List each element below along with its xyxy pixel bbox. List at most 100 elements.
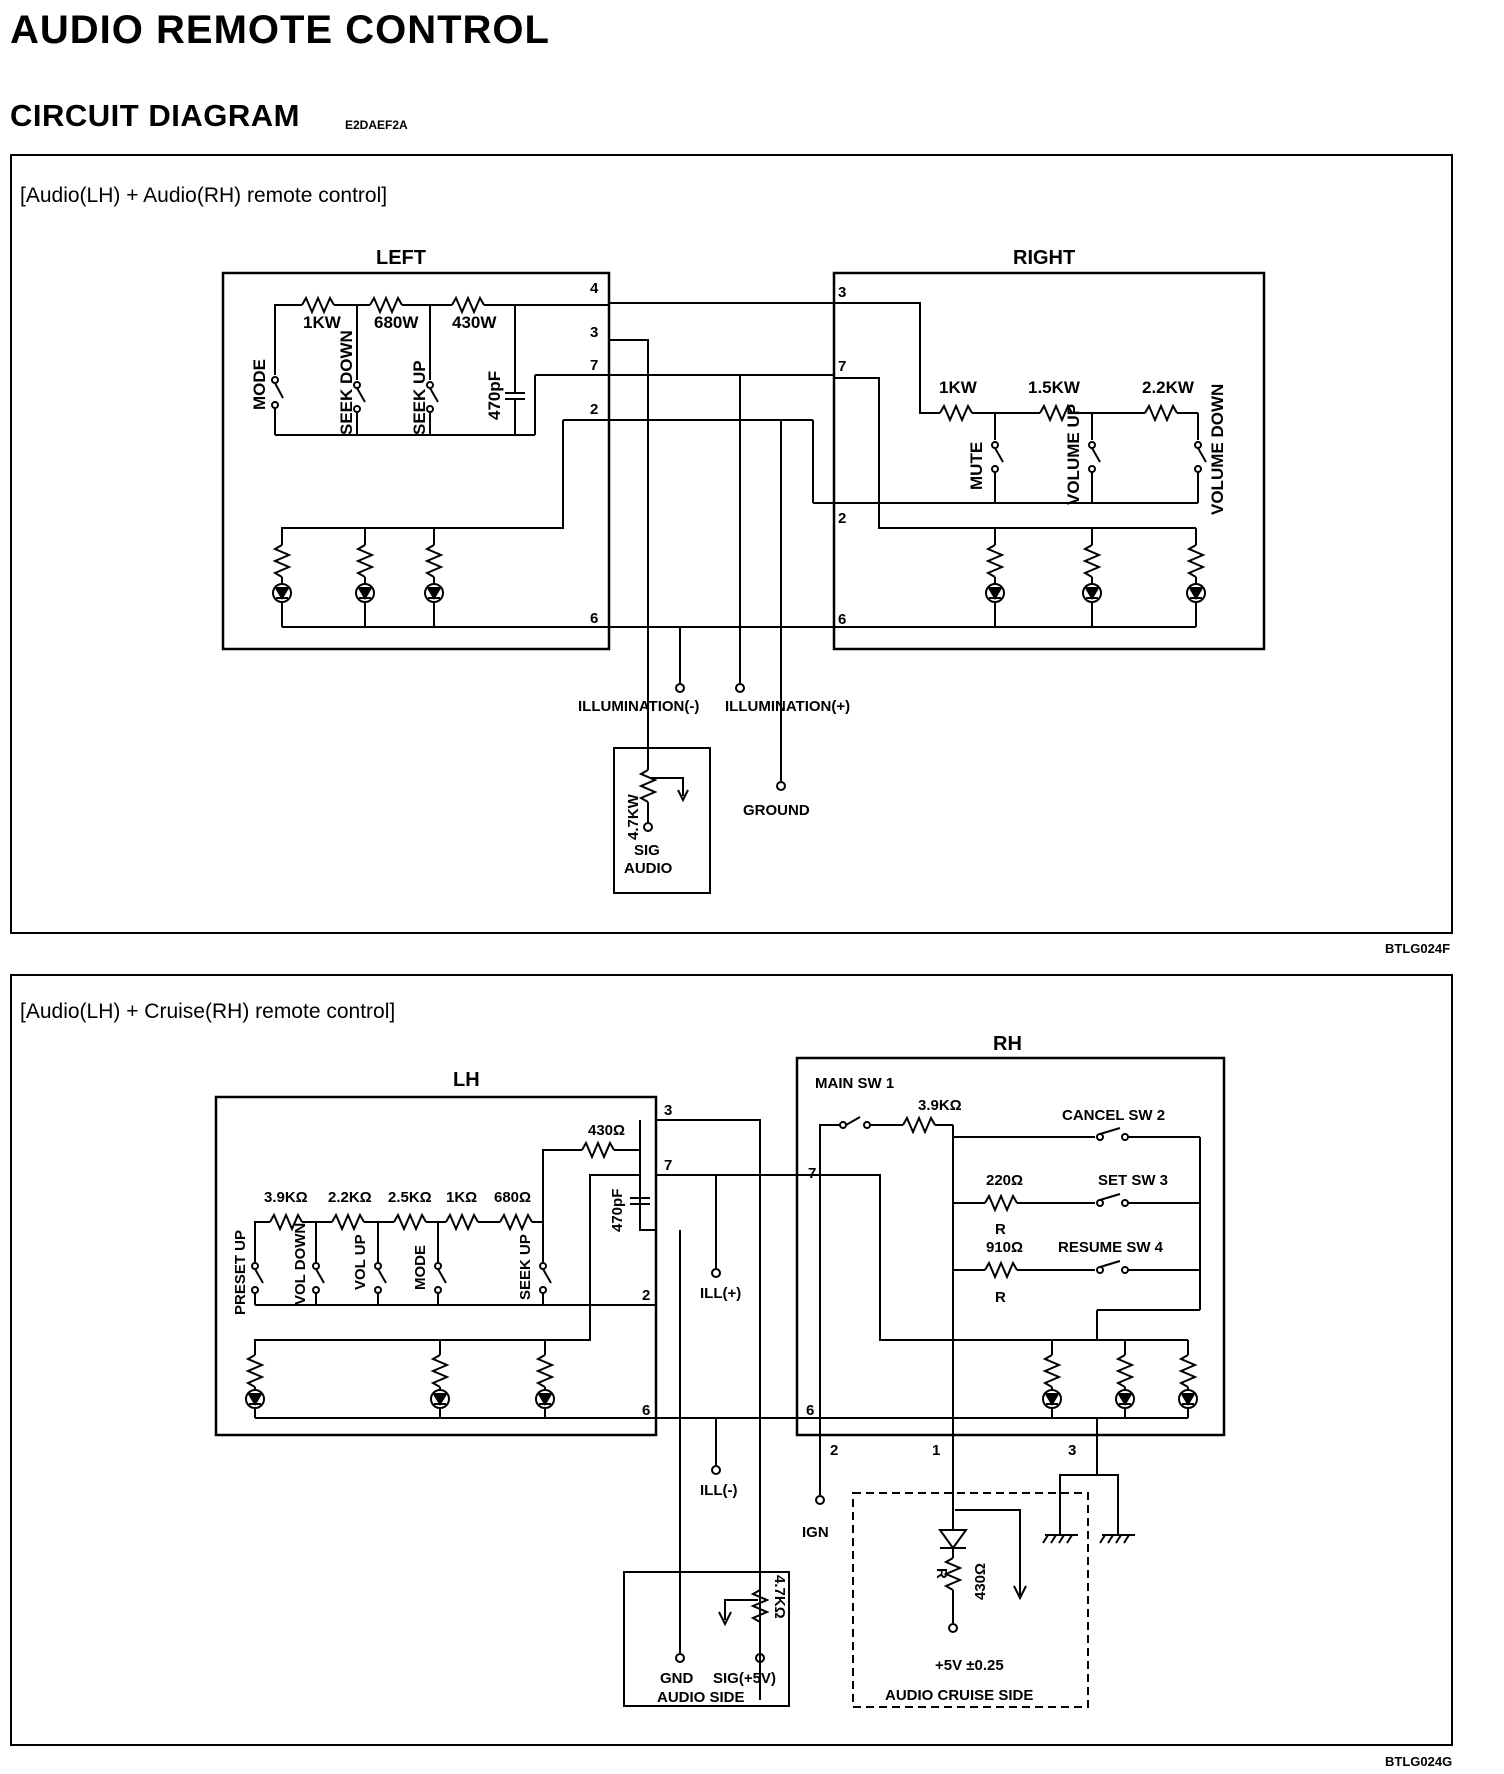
switch-volume-down <box>1194 413 1207 503</box>
wire-sig5v <box>656 1119 761 1700</box>
label-430-cruise: 430Ω <box>972 1563 989 1600</box>
capacitor-470pf <box>505 305 525 435</box>
rh-bottom-pin-1: 1 <box>932 1442 940 1459</box>
right-led-resistor-2 <box>1082 544 1102 578</box>
switch-vol-up <box>374 1222 387 1305</box>
pot-4-7k-cruise <box>750 1589 770 1623</box>
ign-terminal <box>815 1495 825 1505</box>
rh-led-resistor-3 <box>1178 1354 1198 1388</box>
label-ign: IGN <box>802 1524 829 1541</box>
right-led-resistor-1 <box>985 544 1005 578</box>
lh-led-2 <box>430 1389 450 1409</box>
switch-mute <box>991 413 1004 503</box>
switch-volume-up <box>1088 413 1101 503</box>
left-pin-2: 2 <box>590 401 598 418</box>
switch-mode-lh <box>434 1222 447 1305</box>
audio-cruise-side-box <box>852 1492 1089 1708</box>
resistor-1-5kw <box>1039 403 1073 423</box>
label-910: 910Ω <box>986 1239 1023 1256</box>
ground-symbol-2 <box>1099 1534 1135 1544</box>
label-470pf: 470pF <box>485 371 504 420</box>
label-preset-up: PRESET UP <box>232 1230 249 1315</box>
label-audio-side: AUDIO SIDE <box>657 1689 745 1706</box>
label-audio: AUDIO <box>624 860 673 877</box>
left-label: LEFT <box>376 247 426 269</box>
switch-seek-up-lh <box>539 1222 552 1305</box>
resistor-1kw-left <box>301 295 335 315</box>
label-volume-down: VOLUME DOWN <box>1208 384 1227 515</box>
lh-led-resistor-3 <box>535 1354 555 1388</box>
diagram-audio-cruise: [Audio(LH) + Cruise(RH) remote control] … <box>10 974 1453 1746</box>
resistor-910 <box>984 1260 1018 1280</box>
label-430-top: 430Ω <box>588 1122 625 1139</box>
label-1k: 1KΩ <box>446 1189 477 1206</box>
rh-led-resistor-1 <box>1042 1354 1062 1388</box>
right-led-3 <box>1186 583 1206 603</box>
left-pin-6: 6 <box>590 610 598 627</box>
resistor-680 <box>499 1212 533 1232</box>
left-ladder-top <box>274 304 302 347</box>
resistor-680w <box>369 295 403 315</box>
resistor-1k <box>445 1212 479 1232</box>
left-led-2 <box>355 583 375 603</box>
cruise-diode <box>938 1529 968 1550</box>
lh-pin-7: 7 <box>664 1157 672 1174</box>
label-mode-lh: MODE <box>412 1245 429 1290</box>
rh-label: RH <box>993 1033 1022 1055</box>
label-ground: GROUND <box>743 802 810 819</box>
rh-bottom-pin-2: 2 <box>830 1442 838 1459</box>
resistor-cruise-430 <box>943 1557 963 1591</box>
right-pin-6: 6 <box>838 611 846 628</box>
switch-preset-up <box>251 1258 264 1305</box>
right-led-1 <box>985 583 1005 603</box>
label-4-7k-cruise: 4.7KΩ <box>771 1575 788 1619</box>
rh-led-1 <box>1042 1389 1062 1409</box>
right-led-resistor-3 <box>1186 544 1206 578</box>
switch-seek-up <box>426 305 439 435</box>
label-2-2kw: 2.2KW <box>1142 378 1195 397</box>
illumination-minus-terminal <box>675 683 685 693</box>
resistor-1kw-right <box>939 403 973 423</box>
right-led-2 <box>1082 583 1102 603</box>
panel-1-frame <box>10 154 1453 934</box>
left-led-1 <box>272 583 292 603</box>
left-led-3 <box>424 583 444 603</box>
lh-pin-2: 2 <box>642 1287 650 1304</box>
panel-1-title: [Audio(LH) + Audio(RH) remote control] <box>20 184 387 207</box>
panel-2-frame <box>10 974 1453 1746</box>
ill-plus-terminal <box>711 1268 721 1278</box>
label-220: 220Ω <box>986 1172 1023 1189</box>
label-mode: MODE <box>250 359 269 410</box>
switch-mode <box>271 347 284 435</box>
label-main-sw: MAIN SW 1 <box>815 1075 894 1092</box>
diagram-audio-audio: [Audio(LH) + Audio(RH) remote control] L… <box>10 154 1453 934</box>
label-volume-up: VOLUME UP <box>1064 404 1083 505</box>
section-title: CIRCUIT DIAGRAM <box>10 98 300 133</box>
label-vol-up: VOL UP <box>352 1234 369 1290</box>
switch-seek-down <box>353 305 366 435</box>
lh-pin-6: 6 <box>642 1402 650 1419</box>
label-470pf-lh: 470pF <box>609 1189 626 1232</box>
figure-code-2: BTLG024G <box>1385 1754 1453 1769</box>
right-pin-7: 7 <box>838 358 846 375</box>
sig-audio-box <box>613 747 711 894</box>
label-gnd: GND <box>660 1670 694 1687</box>
label-set-sw: SET SW 3 <box>1098 1172 1168 1189</box>
rh-switch-box <box>795 1056 1226 1437</box>
ill-minus-terminal <box>711 1465 721 1475</box>
figure-code-1: BTLG024F <box>1385 941 1451 956</box>
rh-pin-7: 7 <box>808 1165 816 1182</box>
lh-led-resistor-2 <box>430 1354 450 1388</box>
lh-led-1 <box>245 1389 265 1409</box>
illumination-plus-terminal <box>735 683 745 693</box>
left-switch-box <box>221 271 611 651</box>
resistor-430-top <box>581 1140 615 1160</box>
label-seek-up: SEEK UP <box>410 360 429 435</box>
label-ill-minus: ILL(-) <box>700 1482 737 1499</box>
resistor-2-2kw <box>1144 403 1178 423</box>
label-audio-cruise-side: AUDIO CRUISE SIDE <box>885 1687 1033 1704</box>
lh-pin-3: 3 <box>664 1102 672 1119</box>
audio-side-box <box>623 1571 790 1707</box>
label-sig: SIG <box>634 842 660 859</box>
